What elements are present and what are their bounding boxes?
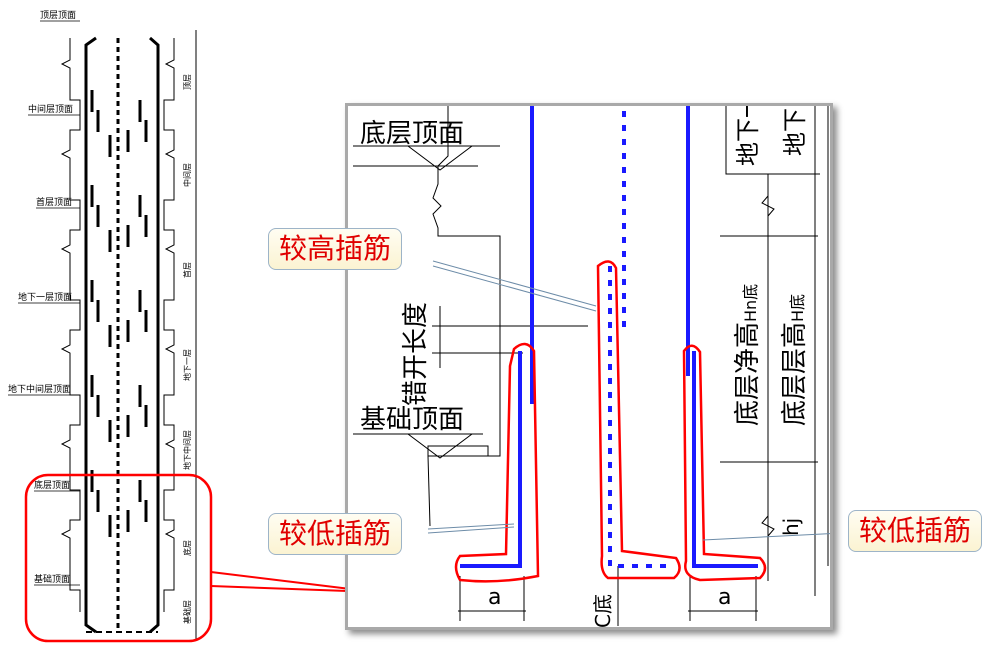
label-basement-clear: 地下一	[734, 106, 762, 166]
leader-higher	[432, 260, 597, 307]
overview-floor-label: 基础顶面	[34, 573, 70, 585]
label-staggered-length: 错开长度	[401, 302, 431, 406]
overview-right-profile	[163, 38, 175, 612]
label-story-height: 底层层高H底	[780, 294, 810, 426]
label-dim-a-left: a	[488, 585, 501, 610]
callout-lower-dowel-left: 较低插筋	[268, 513, 403, 555]
overview-elevation	[60, 30, 197, 640]
label-bottom-floor-top: 底层顶面	[360, 119, 464, 149]
overview-floor-label: 中间层顶面	[28, 103, 73, 115]
leader-low-left	[427, 523, 515, 530]
overview-highlight-box	[24, 473, 213, 643]
break-mark-right	[761, 195, 775, 217]
leader-low-left-2	[427, 526, 515, 534]
overview-left-bar	[84, 36, 97, 634]
detail-left-rebar-bottom	[460, 351, 522, 568]
detail-right-outline	[725, 101, 820, 175]
overview-right-bar	[149, 36, 160, 634]
overview-floor-label: 顶层顶面	[40, 10, 76, 21]
leader-low-right	[702, 532, 844, 541]
overview-story-label: 地下一层	[182, 349, 192, 381]
callout-lower-dowel-right: 较低插筋	[848, 510, 983, 552]
highlight-high-rebar	[596, 260, 681, 580]
label-basement-story: 地下	[781, 108, 809, 156]
overview-floor-label: 首层顶面	[36, 196, 72, 208]
overview-left-profile	[60, 38, 81, 612]
label-clear-height: 底层净高Hn底	[733, 284, 763, 426]
overview-floor-label: 地下中间层顶面	[8, 383, 71, 395]
detail-left-outline	[427, 101, 501, 527]
leader-higher-2	[432, 265, 597, 312]
overview-floor-label: 底层顶面	[34, 479, 70, 491]
highlight-low-rebar-left	[454, 342, 540, 583]
label-cover: C底	[591, 594, 615, 627]
overview-floor-label: 地下一层顶面	[18, 291, 72, 303]
overview-story-label: 中间层	[182, 163, 192, 187]
overview-story-label: 底层	[182, 540, 192, 556]
overview-splices	[90, 90, 148, 537]
label-hj: hj	[779, 518, 803, 536]
overview-story-label: 首层	[182, 262, 192, 278]
detail-mid-rebar-bottom	[608, 266, 668, 568]
label-foundation-top: 基础顶面	[360, 405, 464, 435]
break-mark-hj	[761, 515, 775, 537]
overview-story-label: 基础层	[182, 600, 192, 624]
label-dim-a-right: a	[718, 585, 731, 610]
level-marker-foundation	[406, 433, 474, 459]
detail-right-rebar-bottom	[692, 351, 758, 568]
detail-inset: 底层顶面 基础顶面 错开长度 底层净高Hn底 底层层高H底 地下一 地下 hj …	[345, 94, 844, 630]
overview-story-label: 地下中间层	[182, 430, 192, 470]
level-marker-bottom-floor	[406, 145, 474, 171]
callout-higher-dowel: 较高插筋	[268, 228, 403, 270]
highlight-low-rebar-right	[682, 344, 767, 582]
detail-canvas: 底层顶面 基础顶面 错开长度 底层净高Hn底 底层层高H底 地下一 地下 hj …	[353, 94, 844, 628]
overview-story-label: 顶层	[183, 74, 192, 90]
